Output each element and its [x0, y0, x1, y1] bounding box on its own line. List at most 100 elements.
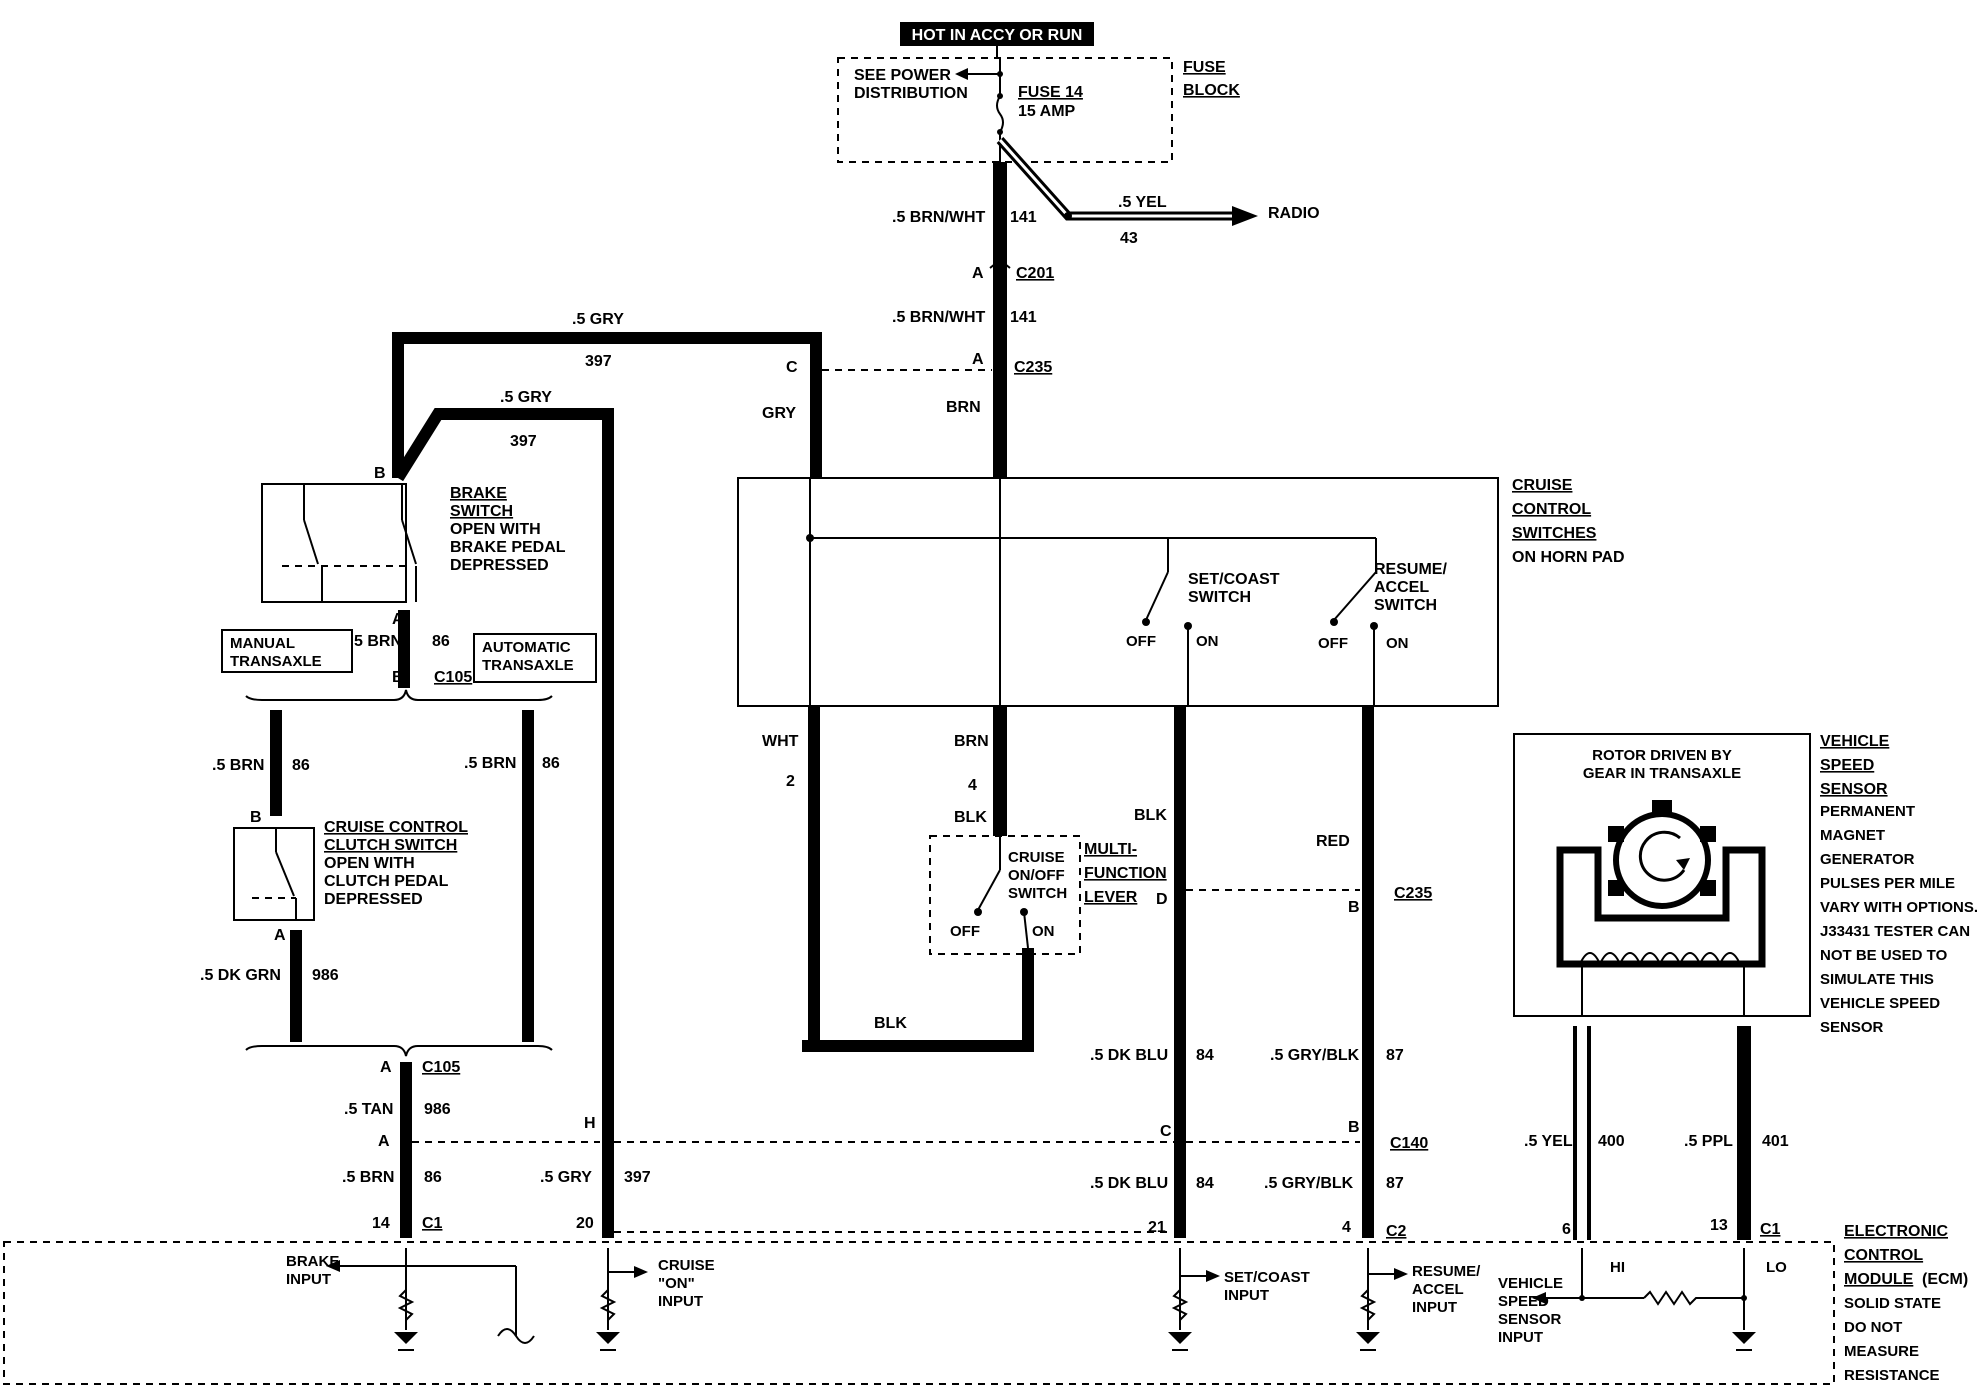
fuse-block-label-1: FUSE [1183, 59, 1226, 76]
brake-ground-icon [394, 1332, 418, 1344]
brake-input-2: INPUT [286, 1271, 331, 1288]
cruise-on-ground-icon [596, 1332, 620, 1344]
vss-desc-9: VEHICLE SPEED [1820, 995, 1940, 1012]
wire-gry-397-b [392, 408, 614, 1238]
circuit-86-auto: 86 [542, 755, 560, 772]
vss-desc-1: PERMANENT [1820, 803, 1915, 820]
set-coast-label-1: SET/COAST [1188, 571, 1280, 588]
vss-desc-4: PULSES PER MILE [1820, 875, 1955, 892]
cruise-switches-title-1: CRUISE [1512, 477, 1573, 494]
pin-4-ecm: 4 [1342, 1219, 1351, 1236]
pin-lo: LO [1766, 1259, 1787, 1276]
clutch-switch-desc-2: CLUTCH PEDAL [324, 873, 449, 890]
multi-switch-label-1: CRUISE [1008, 849, 1065, 866]
resume-on: ON [1386, 635, 1409, 652]
set-coast-on: ON [1196, 633, 1219, 650]
connector-c235-lower: C235 [1394, 885, 1432, 902]
tan-label: .5 TAN [344, 1101, 393, 1118]
cruise-switches-box [737, 477, 1499, 707]
resume-label-2: ACCEL [1374, 579, 1429, 596]
cruise-on-input-3: INPUT [658, 1293, 703, 1310]
brn-wht-label-2: .5 BRN/WHT [892, 309, 986, 326]
vss-rotor-1: ROTOR DRIVEN BY [1592, 747, 1732, 764]
brake-switch-box [261, 483, 407, 603]
connector-b-c235: B [1348, 899, 1360, 916]
pin-21: 21 [1148, 1219, 1166, 1236]
connector-c105: C105 [422, 1059, 460, 1076]
radio-label: RADIO [1268, 205, 1320, 222]
set-coast-input-2: INPUT [1224, 1287, 1269, 1304]
vss-input-3: SENSOR [1498, 1311, 1562, 1328]
dk-grn-label: .5 DK GRN [200, 967, 281, 984]
gry-label-2: GRY [762, 405, 796, 422]
ac-source-icon [497, 1328, 535, 1344]
ecm-title-2: CONTROL [1844, 1247, 1923, 1264]
circuit-86-ecm: 86 [424, 1169, 442, 1186]
brn-label-manual: .5 BRN [212, 757, 264, 774]
manual-transaxle-box [221, 629, 353, 673]
circuit-397-2: 397 [510, 433, 537, 450]
red-label: RED [1316, 833, 1350, 850]
set-coast-input-1: SET/COAST [1224, 1269, 1310, 1286]
automatic-transaxle-box [473, 633, 597, 683]
pin-2: 2 [786, 773, 795, 790]
pin-a-c105: A [380, 1059, 392, 1076]
pin-a-c140: A [378, 1133, 390, 1150]
cruise-switches-title-2: CONTROL [1512, 501, 1591, 518]
clutch-switch-title-2: CLUTCH SWITCH [324, 837, 457, 854]
ecm-module: MODULE [1844, 1271, 1914, 1288]
brake-switch-title-2: SWITCH [450, 503, 513, 520]
brn-ab-label: 5 BRN [354, 633, 402, 650]
circuit-986-1: 986 [312, 967, 339, 984]
ppl-label: .5 PPL [1684, 1133, 1733, 1150]
resume-input-2: ACCEL [1412, 1281, 1464, 1298]
hot-label: HOT IN ACCY OR RUN [912, 27, 1083, 44]
fuse-rating: 15 AMP [1018, 103, 1076, 120]
circuit-84-1: 84 [1196, 1047, 1214, 1064]
brn-label: BRN [946, 399, 981, 416]
multi-lever-label-3: LEVER [1084, 889, 1138, 906]
ecm-box [3, 1241, 1835, 1385]
brn-wht-label-1: .5 BRN/WHT [892, 209, 986, 226]
circuit-986-2: 986 [424, 1101, 451, 1118]
ecm-desc-4: RESISTANCE [1844, 1367, 1940, 1384]
vss-input-4: INPUT [1498, 1329, 1543, 1346]
brake-input-1: BRAKE [286, 1253, 339, 1270]
vss-desc-7: NOT BE USED TO [1820, 947, 1948, 964]
brn-label-auto: .5 BRN [464, 755, 516, 772]
blk-label-multi: BLK [954, 809, 987, 826]
connector-c105-top: C105 [434, 669, 472, 686]
vss-desc-2: MAGNET [1820, 827, 1885, 844]
brake-switch-title-1: BRAKE [450, 485, 507, 502]
set-coast-off: OFF [1126, 633, 1156, 650]
pin-b-clutch: B [250, 809, 262, 826]
vss-title-3: SENSOR [1820, 781, 1888, 798]
set-coast-input-arrow-icon [1206, 1270, 1220, 1282]
brake-switch-desc-1: OPEN WITH [450, 521, 541, 538]
fuse-name: FUSE 14 [1018, 84, 1083, 101]
power-dist-label-2: DISTRIBUTION [854, 85, 968, 102]
fuse-block-label-2: BLOCK [1183, 82, 1240, 99]
pin-6: 6 [1562, 1221, 1571, 1238]
ecm-desc-2: DO NOT [1844, 1319, 1902, 1336]
ecm-title-1: ELECTRONIC [1844, 1223, 1948, 1240]
clutch-switch-desc-1: OPEN WITH [324, 855, 415, 872]
vss-title-2: SPEED [1820, 757, 1874, 774]
clutch-switch-desc-3: DEPRESSED [324, 891, 423, 908]
pin-4: 4 [968, 777, 977, 794]
manual-transaxle-1: MANUAL [230, 635, 295, 652]
multifunction-lever-box [929, 835, 1081, 955]
vss-desc-6: J33431 TESTER CAN [1820, 923, 1970, 940]
gry-label-ecm: .5 GRY [540, 1169, 592, 1186]
multi-lever-label-2: FUNCTION [1084, 865, 1167, 882]
wht-label: WHT [762, 733, 799, 750]
connector-c2: C2 [1386, 1223, 1407, 1240]
resume-input-1: RESUME/ [1412, 1263, 1481, 1280]
circuit-86-manual: 86 [292, 757, 310, 774]
connector-a-c201: A [972, 265, 984, 282]
set-coast-ground-icon [1168, 1332, 1192, 1344]
connector-d-c235: D [1156, 891, 1168, 908]
connector-h-c140: H [584, 1115, 596, 1132]
vss-input-2: SPEED [1498, 1293, 1549, 1310]
